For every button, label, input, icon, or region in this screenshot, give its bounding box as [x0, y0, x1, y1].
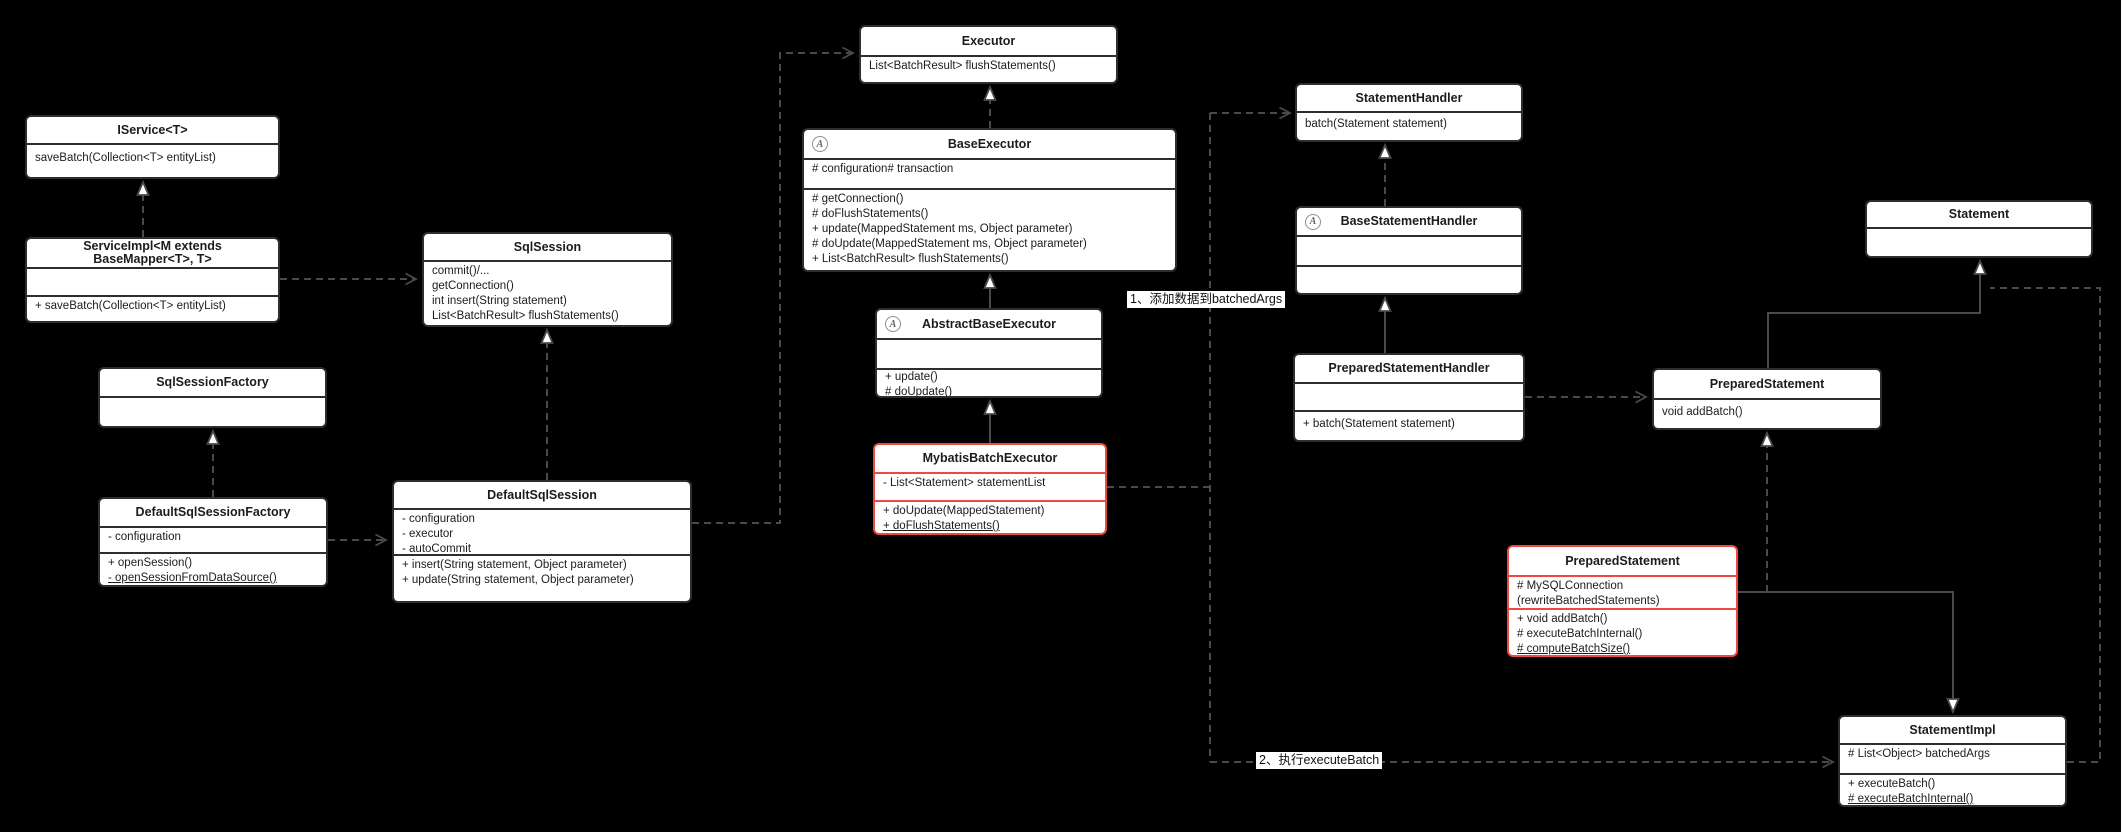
class-title: BaseExecutor — [947, 136, 1032, 151]
class-box-mybatisbatchexecutor[interactable]: MybatisBatchExecutor - List<Statement> s… — [873, 443, 1107, 535]
class-box-statementimpl[interactable]: StatementImpl # List<Object> batchedArgs… — [1838, 715, 2067, 807]
class-box-basestatementhandler[interactable]: A BaseStatementHandler — [1295, 206, 1523, 295]
attribute-line: - autoCommit — [402, 543, 472, 554]
method-line: + doUpdate(MappedStatement) — [883, 505, 1045, 517]
step-label-add-batchedargs: 1、添加数据到batchedArgs — [1127, 291, 1286, 308]
class-title: DefaultSqlSession — [487, 487, 597, 502]
class-box-preparedstatementhandler[interactable]: PreparedStatementHandler + batch(Stateme… — [1293, 353, 1525, 442]
attributes-section-empty — [27, 267, 278, 295]
method-line: + batch(Statement statement) — [1303, 418, 1455, 430]
method-line: # doFlushStatements() — [812, 208, 929, 220]
methods-section-empty — [1297, 265, 1521, 293]
method-line: commit()/... — [432, 265, 490, 277]
method-line: # doUpdate(MappedStatement ms, Object pa… — [812, 238, 1087, 250]
method-line: + insert(String statement, Object parame… — [402, 559, 627, 571]
method-line: List<BatchResult> flushStatements() — [869, 60, 1056, 72]
class-title: PreparedStatement — [1565, 553, 1680, 568]
class-box-statementhandler[interactable]: StatementHandler batch(Statement stateme… — [1295, 83, 1523, 142]
class-title: Statement — [1948, 207, 2010, 221]
class-title: Executor — [961, 33, 1016, 48]
class-title: DefaultSqlSessionFactory — [135, 505, 291, 519]
class-box-preparedstatement-interface[interactable]: PreparedStatement void addBatch() — [1652, 368, 1882, 430]
class-title: AbstractBaseExecutor — [921, 316, 1057, 331]
class-box-abstractbaseexecutor[interactable]: A AbstractBaseExecutor + update() # doUp… — [875, 308, 1103, 398]
step-label-execute-batch: 2、执行executeBatch — [1256, 752, 1383, 769]
class-title: BaseStatementHandler — [1340, 214, 1478, 228]
method-line: + update() — [885, 371, 938, 383]
method-line: + update(MappedStatement ms, Object para… — [812, 223, 1073, 235]
generalization-preparedstatement-statement — [1767, 258, 1987, 368]
class-box-defaultsqlsession[interactable]: DefaultSqlSession - configuration - exec… — [392, 480, 692, 603]
class-title: SqlSessionFactory — [156, 375, 269, 389]
class-box-sqlsession[interactable]: SqlSession commit()/... getConnection() … — [422, 232, 673, 327]
class-box-defaultsqlsessionfactory[interactable]: DefaultSqlSessionFactory - configuration… — [98, 497, 328, 587]
attributes-section-empty — [1867, 227, 2091, 256]
attributes-section-empty — [100, 396, 325, 426]
attribute-line: - executor — [402, 528, 454, 540]
method-line: + doFlushStatements() — [883, 520, 1000, 532]
attribute-line: - configuration — [402, 513, 475, 525]
association-mysqlps-statementimpl — [1738, 591, 1960, 715]
method-line: + openSession() — [108, 557, 193, 569]
method-line: void addBatch() — [1662, 406, 1743, 418]
method-line: saveBatch(Collection<T> entityList) — [35, 152, 216, 164]
attribute-line: - configuration — [108, 531, 181, 543]
method-line: # getConnection() — [812, 193, 904, 205]
method-line: batch(Statement statement) — [1305, 118, 1447, 130]
method-line: # executeBatchInternal() — [1517, 628, 1643, 640]
method-line: int insert(String statement) — [432, 295, 567, 307]
attribute-line: # MySQLConnection — [1517, 580, 1624, 592]
method-line: + update(String statement, Object parame… — [402, 574, 634, 586]
realization-statementimpl-statement — [1990, 287, 2101, 763]
class-title: SqlSession — [513, 239, 582, 254]
attribute-line: - List<Statement> statementList — [883, 477, 1046, 489]
abstract-class-icon: A — [1305, 213, 1321, 230]
method-line: # computeBatchSize() — [1517, 643, 1631, 655]
class-title: IService<T> — [117, 122, 188, 137]
class-box-iservice[interactable]: IService<T> saveBatch(Collection<T> enti… — [25, 115, 280, 179]
class-title: StatementHandler — [1355, 90, 1463, 105]
class-title: MybatisBatchExecutor — [922, 451, 1058, 465]
method-line: + void addBatch() — [1517, 613, 1608, 625]
dependency-dss-executor — [692, 46, 855, 524]
class-title: PreparedStatement — [1709, 376, 1825, 391]
method-line: getConnection() — [432, 280, 514, 292]
attributes-section-empty — [1295, 382, 1523, 410]
method-line: - openSessionFromDataSource() — [108, 572, 277, 584]
class-box-sqlsessionfactory[interactable]: SqlSessionFactory — [98, 367, 327, 428]
attribute-line: # configuration# transaction — [812, 163, 954, 175]
class-box-preparedstatement-mysql[interactable]: PreparedStatement # MySQLConnection (rew… — [1507, 545, 1738, 657]
method-line: # executeBatchInternal() — [1848, 793, 1974, 805]
class-box-statement[interactable]: Statement — [1865, 200, 2093, 258]
attributes-section-empty — [877, 338, 1101, 368]
attributes-section-empty — [1297, 235, 1521, 265]
class-box-baseexecutor[interactable]: A BaseExecutor # configuration# transact… — [802, 128, 1177, 272]
abstract-class-icon: A — [885, 316, 901, 332]
class-box-serviceimpl[interactable]: ServiceImpl<M extends BaseMapper<T>, T> … — [25, 237, 280, 323]
class-box-executor[interactable]: Executor List<BatchResult> flushStatemen… — [859, 25, 1118, 84]
method-line: List<BatchResult> flushStatements() — [432, 310, 619, 322]
class-title: PreparedStatementHandler — [1328, 361, 1490, 375]
class-title: StatementImpl — [1909, 722, 1996, 737]
method-line: + executeBatch() — [1848, 778, 1936, 790]
method-line: + saveBatch(Collection<T> entityList) — [35, 300, 226, 312]
class-title: ServiceImpl<M extends BaseMapper<T>, T> — [83, 239, 222, 266]
method-line: # doUpdate() — [885, 386, 953, 396]
method-line: + List<BatchResult> flushStatements() — [812, 253, 1009, 265]
attribute-line: (rewriteBatchedStatements) — [1517, 595, 1660, 607]
attribute-line: # List<Object> batchedArgs — [1848, 748, 1990, 760]
abstract-class-icon: A — [812, 136, 828, 152]
